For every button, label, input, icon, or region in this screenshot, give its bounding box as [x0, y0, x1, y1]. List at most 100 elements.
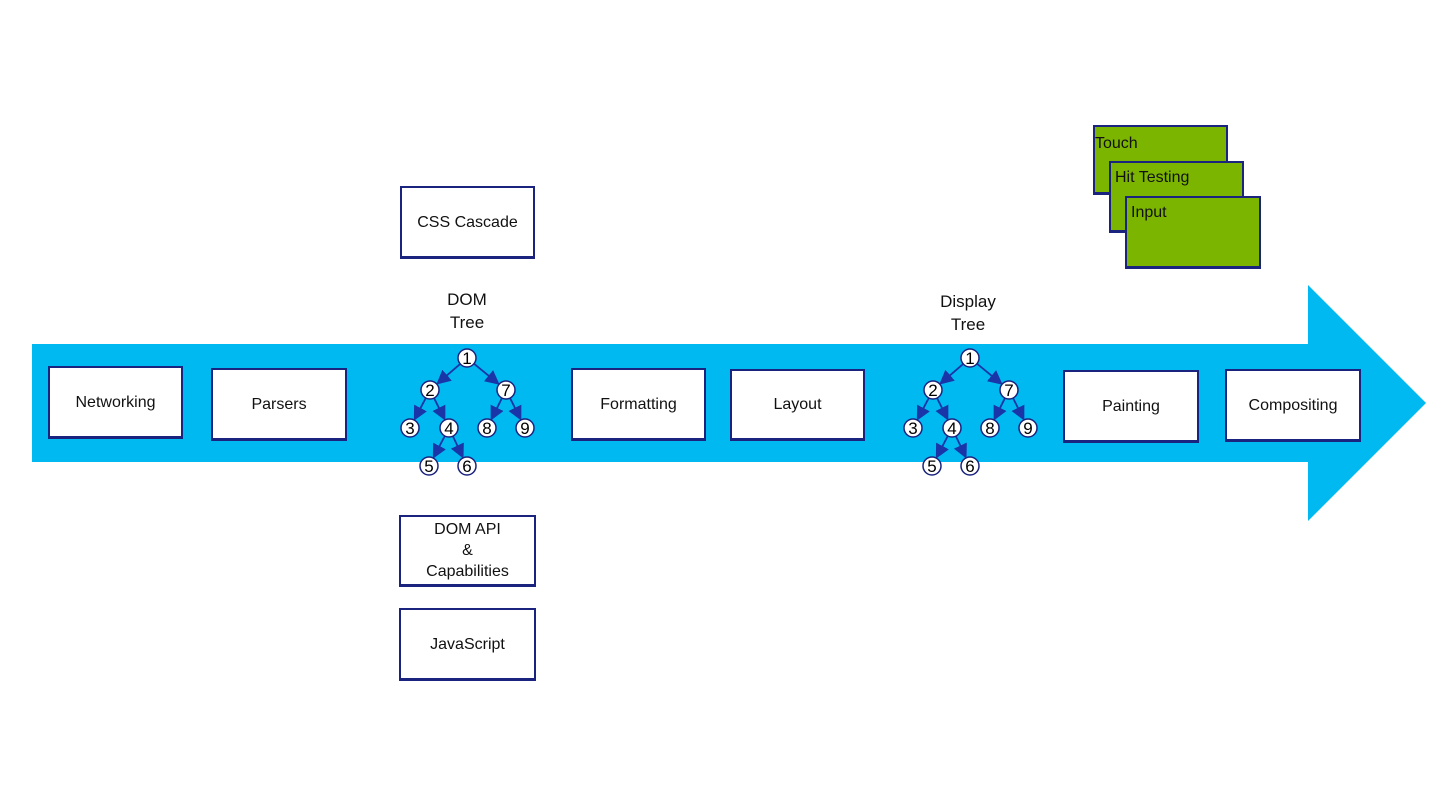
tree-node-label: 6	[462, 457, 471, 476]
tree-node: 4	[942, 418, 962, 438]
css-cascade-label: CSS Cascade	[417, 213, 518, 231]
tree-node-label: 1	[965, 349, 974, 368]
dom-api-line1: DOM API	[434, 521, 501, 538]
tree-edge	[432, 397, 446, 421]
tree-node-circle	[419, 456, 439, 476]
tree-edge	[508, 397, 522, 421]
tree-node-label: 8	[985, 419, 994, 438]
tree-node-label: 7	[1004, 381, 1013, 400]
dom-api-box: DOM API & Capabilities	[399, 515, 536, 587]
tree-node: 5	[419, 456, 439, 476]
tree-node-circle	[439, 418, 459, 438]
tree-edge	[976, 363, 1003, 385]
tree-node-circle	[903, 418, 923, 438]
tree-node-circle	[496, 380, 516, 400]
compositing-box: Compositing	[1225, 369, 1361, 442]
formatting-box: Formatting	[571, 368, 706, 441]
tree-node-circle	[515, 418, 535, 438]
tree-node-label: 7	[501, 381, 510, 400]
dom-tree-diagram: 1 23 45 6 78 9	[400, 348, 535, 476]
tree-node-label: 5	[927, 457, 936, 476]
dom-tree-label-line2: Tree	[449, 313, 485, 332]
tree-node-circle	[999, 380, 1019, 400]
tree-edge	[953, 435, 967, 459]
compositing-label: Compositing	[1248, 396, 1338, 414]
tree-edge	[939, 363, 964, 385]
dom-tree-label-line1: DOM	[447, 290, 487, 309]
tree-node: 3	[400, 418, 420, 438]
tree-node: 1	[457, 348, 477, 368]
tree-node: 4	[439, 418, 459, 438]
javascript-label: JavaScript	[430, 635, 505, 653]
tree-edge	[436, 363, 461, 385]
tree-edge	[432, 435, 446, 459]
networking-box: Networking	[48, 366, 183, 439]
tree-node-label: 1	[462, 349, 471, 368]
painting-box: Painting	[1063, 370, 1199, 443]
layout-box: Layout	[730, 369, 865, 441]
networking-label: Networking	[75, 393, 156, 411]
tree-edge	[490, 397, 504, 421]
tree-edge	[413, 397, 427, 421]
tree-edge	[993, 397, 1007, 421]
tree-edge	[450, 435, 464, 459]
tree-node: 8	[980, 418, 1000, 438]
tree-node-label: 2	[928, 381, 937, 400]
tree-edge	[1011, 397, 1025, 421]
tree-node: 7	[496, 380, 516, 400]
tree-node-circle	[420, 380, 440, 400]
tree-node-circle	[922, 456, 942, 476]
display-tree-label-line1: Display	[940, 292, 996, 311]
tree-node-label: 6	[965, 457, 974, 476]
tree-node-circle	[980, 418, 1000, 438]
tree-node: 9	[1018, 418, 1038, 438]
dom-tree-label: DOM Tree	[417, 288, 517, 334]
arrow-shape	[32, 285, 1426, 521]
tree-node-label: 9	[520, 419, 529, 438]
tree-node-label: 4	[947, 419, 956, 438]
formatting-label: Formatting	[600, 395, 677, 413]
tree-node: 5	[922, 456, 942, 476]
input-label: Input	[1131, 204, 1167, 221]
tree-node: 1	[960, 348, 980, 368]
tree-node-circle	[960, 456, 980, 476]
tree-node: 7	[999, 380, 1019, 400]
tree-node-label: 4	[444, 419, 453, 438]
tree-edge	[935, 397, 949, 421]
parsers-box: Parsers	[211, 368, 347, 441]
tree-node-circle	[457, 456, 477, 476]
tree-edge	[935, 435, 949, 459]
parsers-label: Parsers	[251, 395, 307, 413]
tree-node: 6	[457, 456, 477, 476]
tree-node-circle	[942, 418, 962, 438]
dom-api-line2: &	[462, 542, 473, 559]
display-tree-label-line2: Tree	[950, 315, 986, 334]
tree-node: 9	[515, 418, 535, 438]
tree-node-label: 3	[908, 419, 917, 438]
input-card: Input	[1125, 196, 1261, 269]
tree-node: 8	[477, 418, 497, 438]
tree-node-circle	[960, 348, 980, 368]
tree-node-circle	[400, 418, 420, 438]
tree-node-label: 2	[425, 381, 434, 400]
tree-node: 2	[420, 380, 440, 400]
tree-edge	[473, 363, 500, 385]
tree-node-label: 5	[424, 457, 433, 476]
display-tree-label: Display Tree	[918, 290, 1018, 336]
tree-node-circle	[477, 418, 497, 438]
javascript-box: JavaScript	[399, 608, 536, 681]
css-cascade-box: CSS Cascade	[400, 186, 535, 259]
tree-edge	[916, 397, 930, 421]
tree-node-label: 8	[482, 419, 491, 438]
tree-node-circle	[457, 348, 477, 368]
tree-node: 2	[923, 380, 943, 400]
tree-node: 3	[903, 418, 923, 438]
tree-node-label: 3	[405, 419, 414, 438]
tree-node-circle	[1018, 418, 1038, 438]
painting-label: Painting	[1102, 397, 1160, 415]
layout-label: Layout	[773, 396, 822, 413]
touch-label: Touch	[1095, 135, 1138, 152]
dom-api-line3: Capabilities	[426, 563, 509, 580]
tree-node: 6	[960, 456, 980, 476]
